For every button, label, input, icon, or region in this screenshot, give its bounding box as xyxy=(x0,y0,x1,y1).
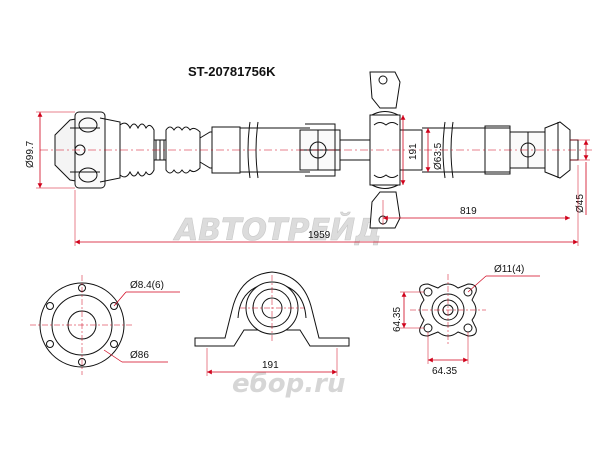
tube-diameter-label: Ø63.5 xyxy=(433,142,444,170)
watermark-logo: ебор.ru xyxy=(232,369,345,399)
yoke-diameter-label: Ø45 xyxy=(575,194,586,213)
rear-bolt-holes-label: Ø11(4) xyxy=(494,264,524,275)
dimension-yoke-diameter: Ø45 xyxy=(570,139,590,215)
watermark-site: ебор.ru xyxy=(232,369,345,399)
dimension-support-width: 191 xyxy=(206,348,338,376)
front-bolt-hole-callout: Ø8.4(6) xyxy=(113,280,180,307)
dimension-rear-flange-height: 64.35 xyxy=(392,291,424,332)
dimension-rear-flange-width: 64.35 xyxy=(427,332,469,377)
rear-flange-width-label: 64.35 xyxy=(432,366,457,377)
overall-length-label: 1959 xyxy=(308,230,331,241)
rear-section-length-label: 819 xyxy=(460,206,477,217)
rear-flange-height-label: 64.35 xyxy=(392,307,403,332)
bearing-height-label: 191 xyxy=(408,143,419,160)
rear-flange-end-view xyxy=(410,274,486,346)
flange-diameter-label: Ø99.7 xyxy=(25,140,36,168)
dimension-flange-diameter: Ø99.7 xyxy=(25,111,75,189)
part-number-title: ST-20781756K xyxy=(188,64,276,79)
front-bolt-circle-label: Ø86 xyxy=(130,350,149,361)
support-width-label: 191 xyxy=(262,360,279,371)
watermark-brand: АВТОТРЕЙД xyxy=(173,212,382,248)
rear-bolt-hole-callout: Ø11(4) xyxy=(467,264,540,293)
front-flange-end-view xyxy=(30,275,134,375)
center-support-bearing-view xyxy=(194,271,350,347)
dimension-bearing-height: 191 xyxy=(400,115,419,185)
front-bolt-circle-callout: Ø86 xyxy=(103,349,168,363)
dimension-tube-diameter: Ø63.5 xyxy=(425,128,444,172)
dimension-rear-section: 819 xyxy=(382,200,570,225)
front-bolt-holes-label: Ø8.4(6) xyxy=(130,280,164,291)
dimension-overall-length: 1959 xyxy=(74,165,579,246)
